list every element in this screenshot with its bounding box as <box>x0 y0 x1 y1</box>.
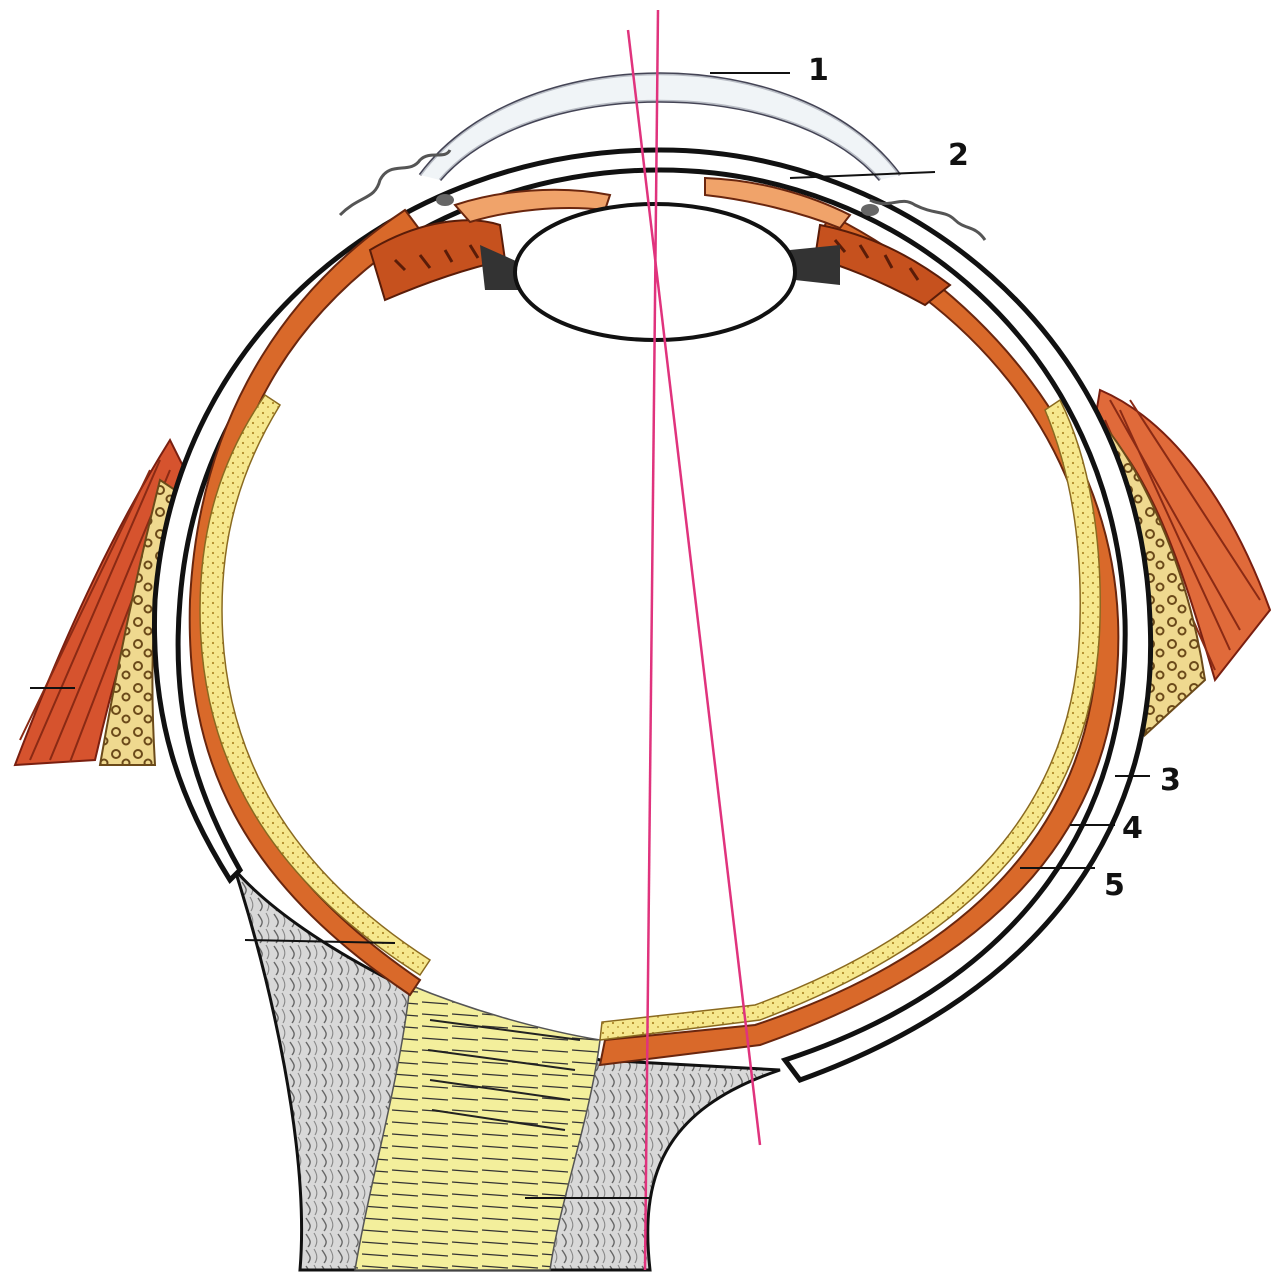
callout-2: 2 <box>948 138 969 173</box>
callout-1: 1 <box>808 53 829 88</box>
callout-3: 3 <box>1160 763 1181 798</box>
callout-5: 5 <box>1104 868 1125 903</box>
callout-4: 4 <box>1122 811 1143 846</box>
